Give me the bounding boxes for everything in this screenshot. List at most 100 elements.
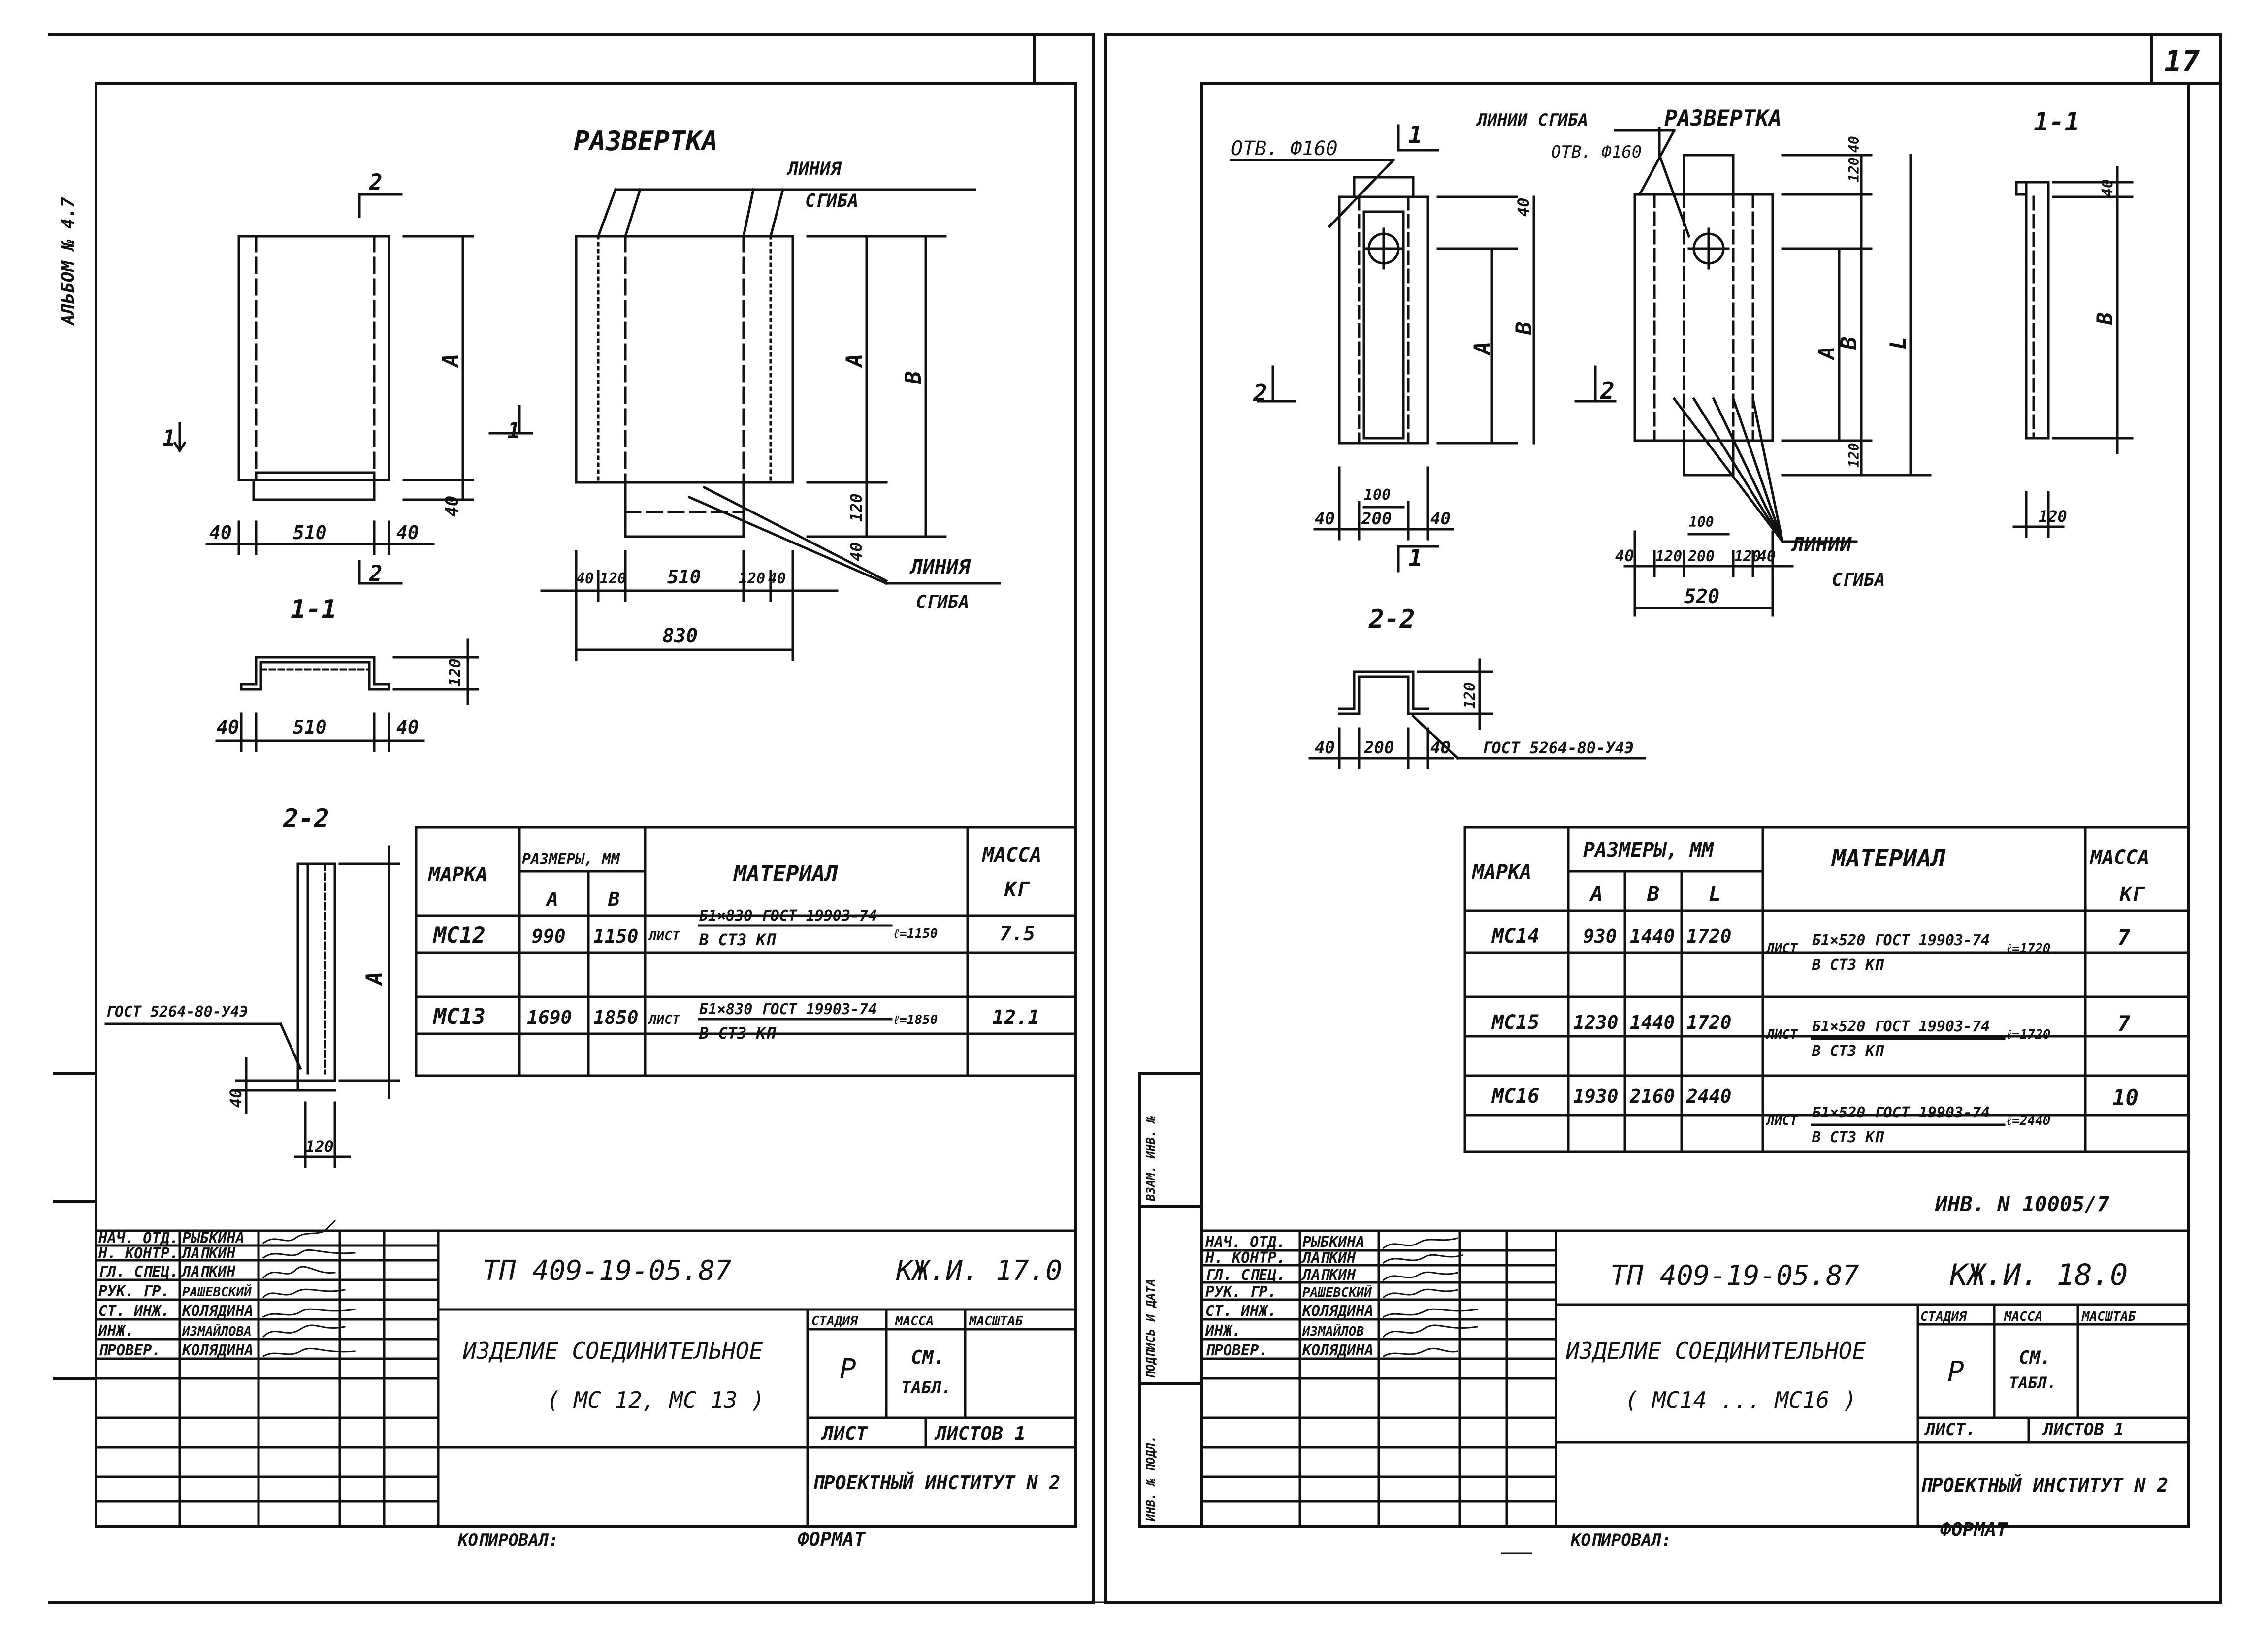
left-razvertka-title: РАЗВЕРТКА	[574, 126, 718, 157]
left-row0-mass: 7.5	[1000, 923, 1035, 945]
right-bend-lines-bottom-b: СГИБА	[1832, 570, 1885, 590]
right-section22-title: 2-2	[1368, 605, 1415, 634]
right-unfold-bottom-1: 120	[1655, 548, 1682, 565]
right-table-h-marka: МАРКА	[1471, 861, 1531, 884]
right-tb-name-2: ЛАПКИН	[1301, 1267, 1356, 1284]
left-table-h-a: А	[545, 888, 558, 911]
right-unfold-view	[1574, 127, 1932, 617]
left-plan-dim-40-a: 40	[209, 522, 232, 543]
right-row2-mat-prefix: ЛИСТ	[1766, 1114, 1798, 1128]
left-section22-gost: ГОСТ 5264-80-У4Э	[106, 1003, 248, 1021]
left-tb-project: ТП 409-19-05.87	[483, 1255, 732, 1287]
right-section22-h: 120	[1461, 682, 1479, 709]
right-format: ФОРМАТ	[1940, 1519, 2008, 1540]
left-tb-name-4: КОЛЯДИНА	[182, 1303, 254, 1320]
left-mark-2-bottom: 2	[369, 561, 383, 586]
left-tb-massa-value-1: ТАБЛ.	[901, 1378, 951, 1398]
right-plan-view	[1230, 124, 1535, 573]
left-tb-name-6: КОЛЯДИНА	[182, 1342, 254, 1359]
right-tb-stadia-label: СТАДИЯ	[1920, 1309, 1967, 1324]
right-row1-b: 1440	[1630, 1012, 1675, 1033]
right-row2-b: 2160	[1629, 1085, 1675, 1107]
left-row1-mat-bottom: В СТ3 КП	[699, 1024, 777, 1043]
left-row0-b: 1150	[593, 926, 639, 947]
left-section-2-2	[104, 845, 400, 1168]
left-bend-line-label-1a: ЛИНИЯ	[786, 159, 842, 179]
right-side-label-1: ПОДПИСЬ И ДАТА	[1144, 1279, 1158, 1378]
left-row0-mat-len: ℓ=1150	[894, 926, 938, 941]
right-tb-stadia: Р	[1947, 1356, 1964, 1388]
right-table-h-mass: МАССА	[2089, 846, 2149, 869]
left-row1-mass: 12.1	[992, 1006, 1039, 1029]
right-unfold-bottom-2: 200	[1687, 548, 1715, 565]
right-row0-mat-top: Б1×520 ГОСТ 19903-74	[1812, 932, 1990, 949]
right-plan-d100: 100	[1364, 486, 1391, 504]
left-unfold-bottom-3: 120	[739, 570, 765, 587]
left-plan-dim-A: А	[438, 354, 463, 369]
left-unfold-bottom-0: 40	[576, 570, 594, 587]
right-unfold-total: 520	[1684, 585, 1719, 608]
right-row2-l: 2440	[1686, 1085, 1732, 1107]
right-unfold-d120: 120	[1846, 443, 1862, 468]
right-tb-name-5: ИЗМАЙЛОВ	[1302, 1323, 1364, 1339]
left-plan-dim-510: 510	[293, 522, 327, 543]
right-row1-l: 1720	[1686, 1012, 1732, 1033]
right-row2-mass: 10	[2112, 1085, 2138, 1111]
right-table-h-sizes: РАЗМЕРЫ, ММ	[1583, 839, 1715, 862]
right-unfold-top2: 40	[1846, 136, 1862, 153]
right-copied: КОПИРОВАЛ:	[1570, 1531, 1672, 1550]
left-unfold-total: 830	[662, 625, 698, 647]
left-row1-b: 1850	[593, 1007, 639, 1028]
right-table-h-material: МАТЕРИАЛ	[1831, 845, 1946, 872]
right-table-h-mass-unit: КГ	[2119, 883, 2145, 906]
right-unfold-A: А	[1814, 347, 1840, 361]
left-table-h-marka: МАРКА	[427, 863, 487, 886]
left-section22-title: 2-2	[283, 804, 329, 833]
right-row1-mass: 7	[2117, 1012, 2131, 1037]
right-row1-a: 1230	[1573, 1012, 1619, 1033]
right-tb-name-6: КОЛЯДИНА	[1302, 1342, 1374, 1359]
right-section22-d2: 40	[1430, 738, 1451, 758]
right-section-2-2	[1308, 658, 1646, 769]
left-unfold-view	[488, 188, 1001, 661]
left-tb-item: ИЗДЕЛИЕ СОЕДИНИТЕЛЬНОЕ	[462, 1338, 763, 1364]
right-hole-2: ОТВ. Ф160	[1551, 142, 1642, 162]
right-plan-B: В	[1512, 322, 1537, 336]
right-plan-A: А	[1470, 342, 1495, 356]
right-hole-1: ОТВ. Ф160	[1231, 137, 1338, 160]
right-signatures	[1382, 1237, 1478, 1358]
left-section11-title: 1-1	[291, 595, 337, 624]
left-tb-role-2: ГЛ. СПЕЦ.	[98, 1263, 179, 1280]
left-unfold-dim-B: В	[901, 371, 926, 385]
right-row1-mat-bottom: В СТ3 КП	[1812, 1043, 1884, 1060]
right-unfold-bottom-3: 120	[1734, 548, 1761, 565]
right-table-h-b: В	[1647, 882, 1659, 906]
left-mark-1-unfold: 1	[507, 418, 520, 444]
left-bend-line-label-1b: СГИБА	[805, 191, 858, 211]
right-plan-d40: 40	[1514, 197, 1533, 217]
right-row0-marka: МС14	[1491, 925, 1539, 948]
right-row0-a: 930	[1583, 926, 1617, 947]
left-row0-mat-prefix: ЛИСТ	[648, 929, 680, 944]
left-tb-stadia: Р	[840, 1353, 856, 1385]
right-tb-role-4: СТ. ИНЖ.	[1205, 1303, 1277, 1320]
left-row0-mat-bottom: В СТ3 КП	[699, 930, 777, 949]
left-signatures	[262, 1219, 356, 1358]
right-row0-mat-prefix: ЛИСТ	[1766, 941, 1798, 956]
right-tb-list-label: ЛИСТ.	[1924, 1420, 1976, 1439]
left-unfold-dim-120: 120	[847, 493, 866, 522]
right-mark-2-unfold: 2	[1600, 377, 1615, 405]
left-table-h-b: В	[608, 888, 620, 911]
right-row0-mass: 7	[2117, 926, 2131, 951]
left-plan-dim-40-b: 40	[396, 522, 419, 543]
right-tb-role-5: ИНЖ.	[1205, 1322, 1241, 1340]
right-tb-massa-label: МАССА	[2004, 1309, 2042, 1324]
right-tb-name-4: КОЛЯДИНА	[1302, 1303, 1374, 1320]
right-section11-h40: 40	[2099, 179, 2116, 197]
right-row0-mat-len: ℓ=1720	[2007, 941, 2050, 956]
left-tb-name-1: ЛАПКИН	[181, 1245, 236, 1262]
right-unfold-B: В	[1837, 337, 1862, 351]
left-table-h-material: МАТЕРИАЛ	[733, 862, 838, 887]
left-tb-name-0: РЫБКИНА	[182, 1230, 244, 1247]
left-table-h-mass-unit: КГ	[1004, 878, 1030, 901]
